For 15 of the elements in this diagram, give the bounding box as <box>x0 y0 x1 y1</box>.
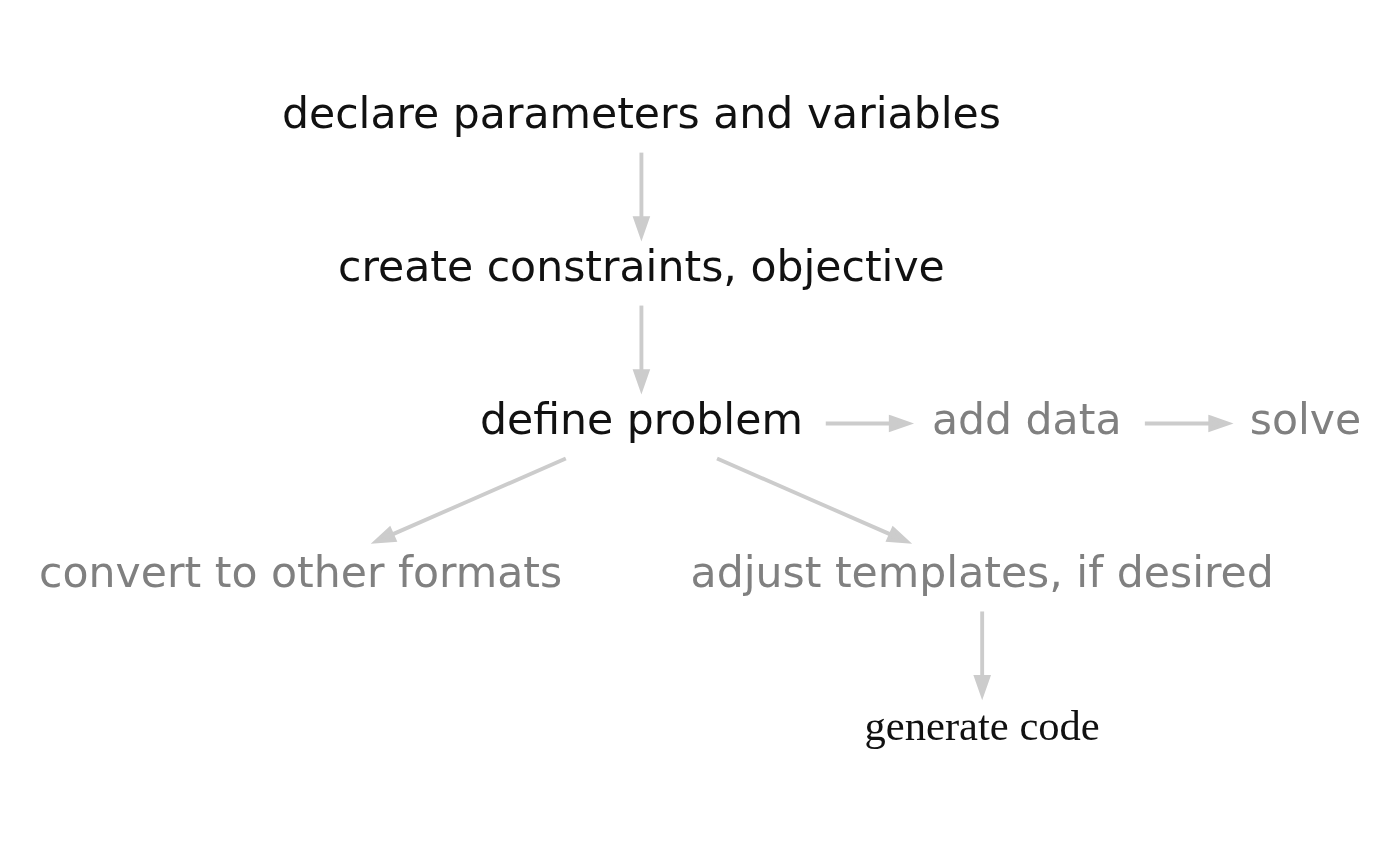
arrow <box>973 611 991 700</box>
node-text: add data <box>931 393 1122 444</box>
node-text: create constraints, objective <box>338 240 945 291</box>
arrow <box>1144 414 1234 432</box>
arrow <box>632 305 651 394</box>
arrow <box>632 152 651 241</box>
arrow <box>825 414 915 432</box>
node-text: adjust templates, if desired <box>690 546 1274 597</box>
node-text: declare parameters and variables <box>281 87 1001 138</box>
arrow <box>370 456 567 544</box>
node-text: define problem <box>479 393 803 444</box>
node-text: generate code <box>864 701 1100 749</box>
node-text: solve <box>1249 393 1362 444</box>
node-text: convert to other formats <box>39 546 563 597</box>
arrow <box>716 456 913 544</box>
